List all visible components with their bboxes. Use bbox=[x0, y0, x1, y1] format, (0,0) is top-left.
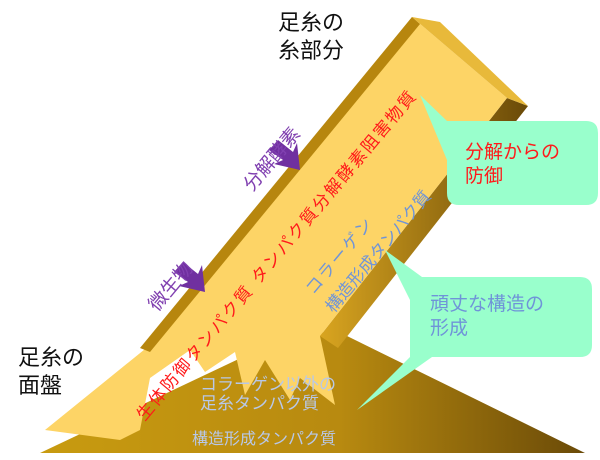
label-line: 足糸の bbox=[278, 11, 345, 36]
callout-line: 防御 bbox=[465, 165, 504, 187]
plaque-label: 足糸の 面盤 bbox=[18, 345, 84, 401]
thread-part-label: 足糸の 糸部分 bbox=[278, 10, 344, 66]
enzyme-arrow-icon bbox=[269, 140, 300, 170]
label-line: 糸部分 bbox=[278, 39, 345, 64]
callout-line: 分解からの bbox=[465, 141, 561, 163]
plaque-protein-text: コラーゲン以外の 足糸タンパク質 bbox=[200, 376, 336, 414]
callout-defense-text: 分解からの 防御 bbox=[465, 140, 560, 188]
callout-line: 形成 bbox=[430, 317, 469, 339]
callout-structure-bubble bbox=[357, 250, 592, 410]
plaque-structural-text: 構造形成タンパク質 bbox=[192, 429, 337, 448]
thread-end-cap bbox=[412, 17, 528, 106]
callout-line: 頑丈な構造の bbox=[430, 293, 545, 315]
plaque-base bbox=[40, 330, 585, 453]
microbe-arrow-icon bbox=[174, 262, 205, 292]
callout-defense-bubble bbox=[420, 95, 598, 205]
plaque-line: コラーゲン以外の bbox=[200, 375, 336, 395]
label-line: 足糸の bbox=[18, 346, 85, 371]
plaque-line: 足糸タンパク質 bbox=[200, 394, 319, 414]
callout-structure-text: 頑丈な構造の 形成 bbox=[430, 292, 544, 340]
thread-edge bbox=[140, 17, 420, 352]
label-line: 面盤 bbox=[18, 374, 63, 399]
